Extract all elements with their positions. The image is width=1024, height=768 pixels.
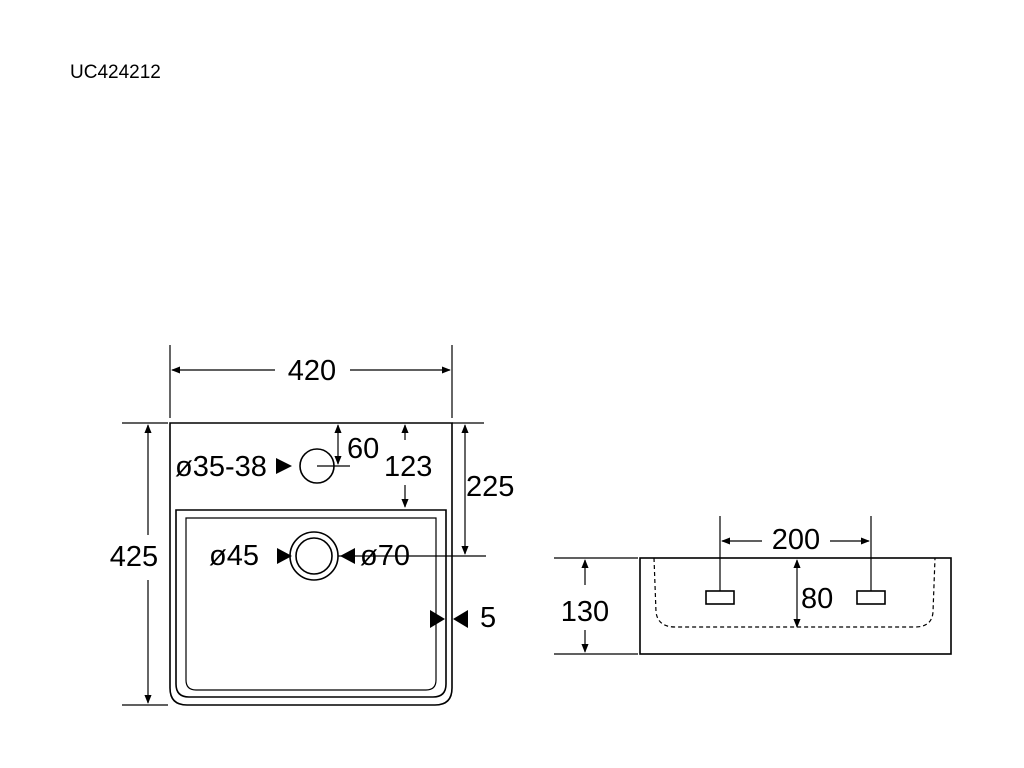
drain-outer-diameter-label: ø70 xyxy=(360,540,410,572)
height-label: 425 xyxy=(110,541,158,573)
mount-slot-left-icon xyxy=(705,590,735,605)
bowl-inner xyxy=(185,517,437,691)
width-label: 420 xyxy=(288,355,336,387)
tap-hole-diameter-label: ø35-38 xyxy=(175,451,267,483)
side-bowl-hidden-line xyxy=(653,557,936,628)
top-view: 420 425 ø35-38 60 123 225 ø45 ø70 5 xyxy=(110,345,514,706)
tap-offset-label: 60 xyxy=(347,433,379,465)
drain-offset-label: 225 xyxy=(466,471,514,503)
wall-thickness-arrow-left-icon xyxy=(430,610,445,628)
mount-spacing-label: 200 xyxy=(772,524,820,556)
side-view: 200 130 80 xyxy=(554,516,952,655)
bowl-rim xyxy=(175,509,447,698)
drain-inner-arrow-icon xyxy=(277,548,292,564)
drain-outer-icon xyxy=(289,531,339,581)
model-code: UC424212 xyxy=(70,62,161,83)
depth-label: 130 xyxy=(561,596,609,628)
mount-height-label: 80 xyxy=(801,583,833,615)
drain-inner-icon xyxy=(295,537,333,575)
drain-outer-arrow-icon xyxy=(340,548,355,564)
mount-slot-right-icon xyxy=(856,590,886,605)
wall-thickness-label: 5 xyxy=(480,602,496,634)
bowl-offset-label: 123 xyxy=(384,451,432,483)
basin-outline xyxy=(169,422,453,706)
side-body-outline xyxy=(639,557,952,655)
wall-thickness-arrow-right-icon xyxy=(453,610,468,628)
drain-diameter-label: ø45 xyxy=(209,540,259,572)
tap-hole-arrow-icon xyxy=(276,458,292,474)
